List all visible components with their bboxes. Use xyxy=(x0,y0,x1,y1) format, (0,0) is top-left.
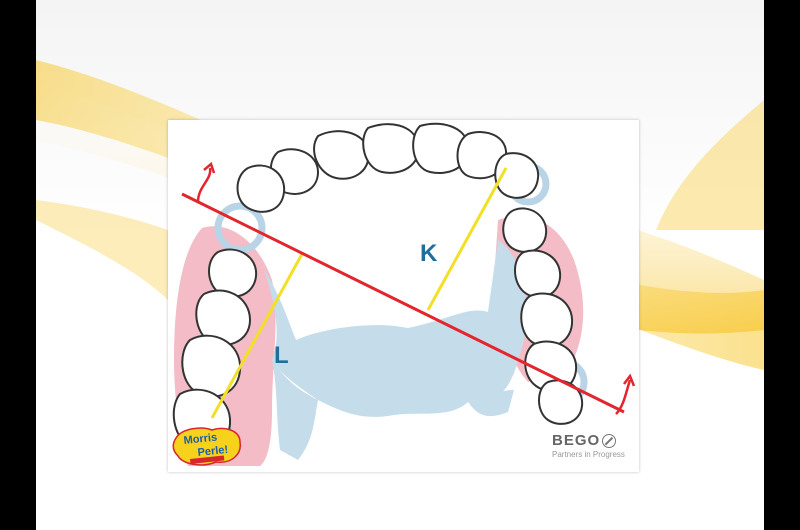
sticker-line1: Morris xyxy=(183,432,218,447)
rotation-arrow-right-icon xyxy=(615,379,632,415)
plate-extension-right xyxy=(468,390,514,417)
tooth-3 xyxy=(412,122,470,174)
bego-mark-icon xyxy=(602,433,617,448)
dental-arch-diagram xyxy=(172,122,636,466)
tooth-14 xyxy=(520,292,574,348)
rotation-arrow-left-icon xyxy=(196,167,212,203)
rotation-arrowhead-left-icon xyxy=(203,161,216,174)
slide: K L Morris Perle! BEGO Partners in Progr… xyxy=(36,0,764,530)
tooth-7 xyxy=(494,152,540,199)
tooth-2 xyxy=(362,123,420,174)
tooth-13 xyxy=(514,249,562,299)
bego-tagline: Partners in Progress xyxy=(552,450,625,459)
diagram-card: K L Morris Perle! BEGO Partners in Progr… xyxy=(168,120,639,472)
plate-extension-left xyxy=(272,360,318,460)
tooth-12 xyxy=(502,207,548,253)
tooth-1 xyxy=(313,130,370,180)
sticker-line2: Perle! xyxy=(197,444,229,459)
bego-logo: BEGO Partners in Progress xyxy=(552,432,632,459)
rotation-arrowhead-right-icon xyxy=(623,373,636,387)
yellow-line-k xyxy=(426,167,508,311)
clasp-ring-left xyxy=(214,202,266,254)
tooth-8 xyxy=(208,248,258,298)
tooth-4 xyxy=(456,131,508,180)
tooth-9 xyxy=(195,289,252,346)
tooth-6 xyxy=(236,164,286,213)
bego-logo-text: BEGO xyxy=(552,432,601,449)
palatal-plate xyxy=(264,240,527,417)
label-l: L xyxy=(274,342,289,369)
teeth xyxy=(172,122,584,451)
tooth-10 xyxy=(181,334,242,398)
yellow-line-l xyxy=(210,253,304,419)
sticker-logo: Morris Perle! xyxy=(172,427,241,466)
label-k: K xyxy=(420,240,438,267)
rotation-axis-line xyxy=(181,192,625,414)
